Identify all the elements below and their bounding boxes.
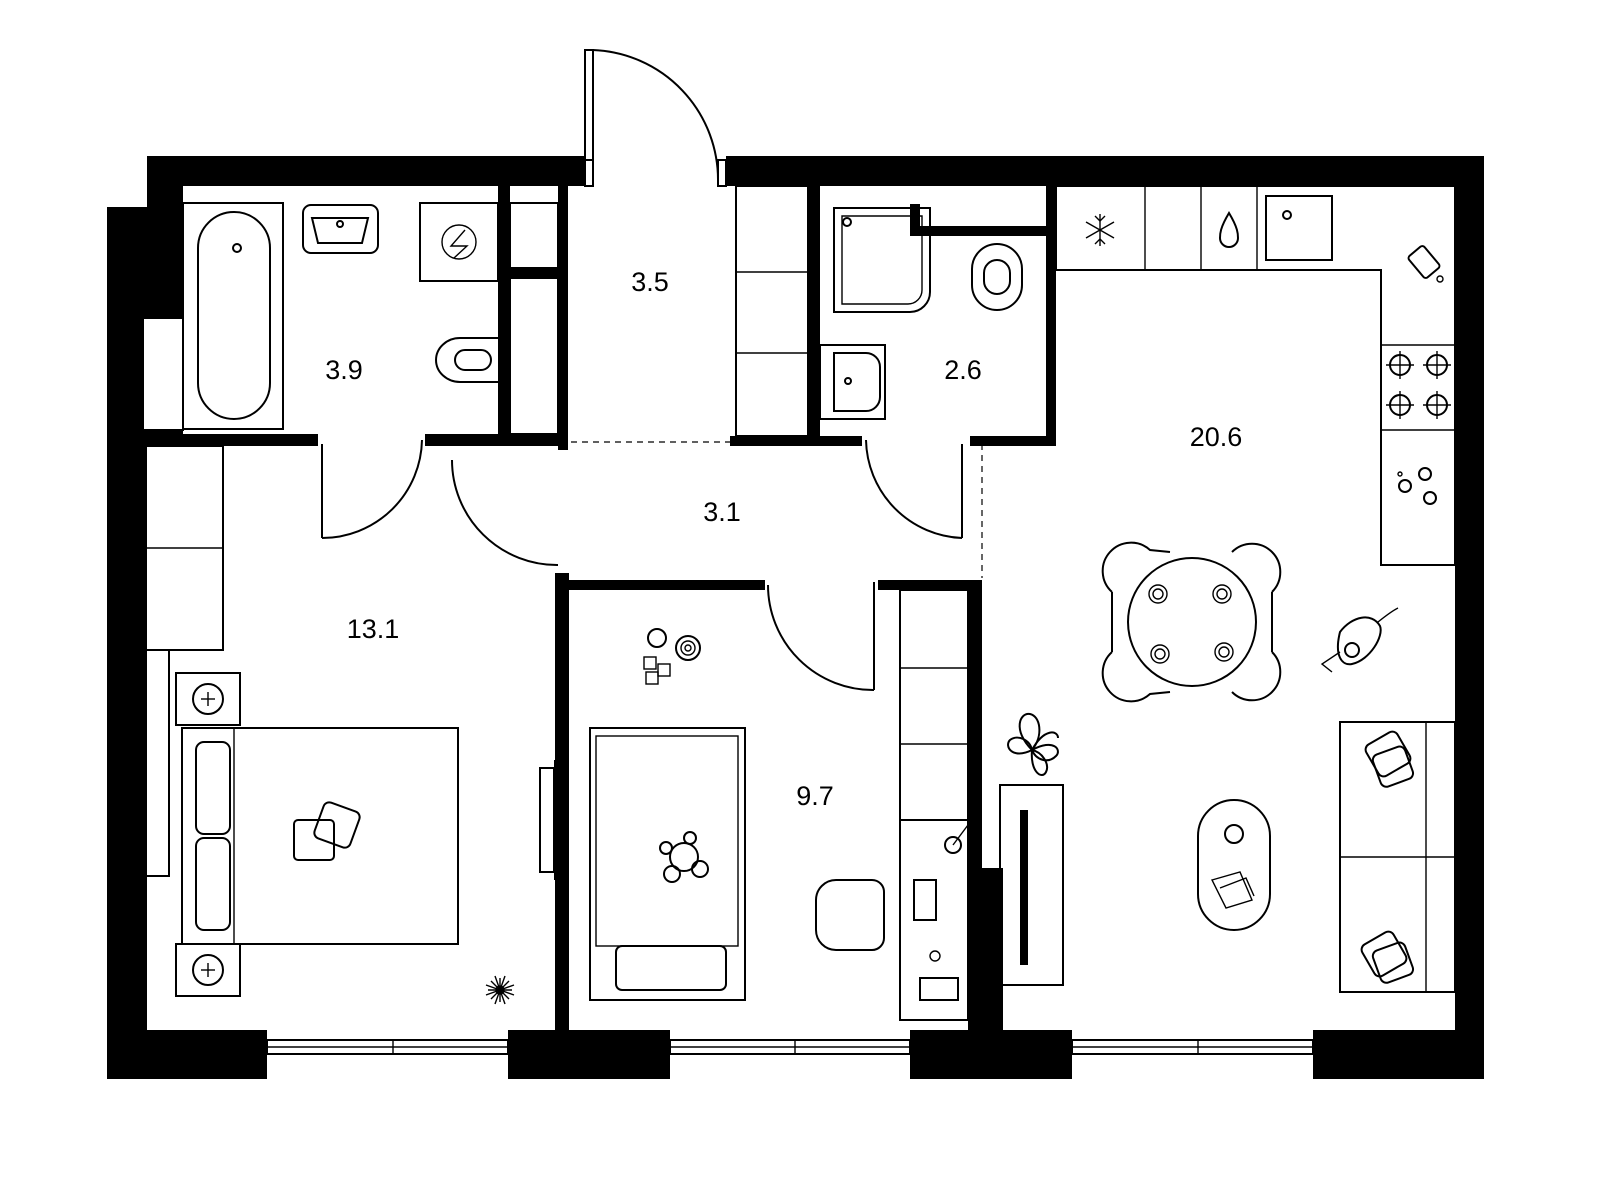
bed [181,727,459,945]
sofa [1339,721,1456,993]
windows [142,317,1314,1055]
cutting-board-icon [1407,245,1444,283]
snowflake-icon [1085,214,1115,246]
toilet-fixtures [819,207,1023,420]
tv-stand [999,784,1064,986]
coffee-table [1197,799,1271,931]
dining-table [1101,541,1282,703]
room-area-bedroom: 13.1 [347,614,400,644]
room-area-entrance: 3.5 [631,267,669,297]
room-area-bathroom: 3.9 [325,355,363,385]
exterior-walls [107,156,1484,1079]
room-area-kitchen-living: 20.6 [1190,422,1243,452]
room-labels: 3.9 3.5 2.6 3.1 13.1 9.7 20.6 [325,267,1242,811]
nightstand-top [175,672,241,726]
kids-bed [589,727,746,1001]
stove-icon [1386,351,1451,419]
room-area-kids-room: 9.7 [796,781,834,811]
nightstand-bottom [175,943,241,997]
water-drop-icon [1218,211,1240,248]
bathroom-fixtures [182,202,559,435]
washing-machine-icon [441,224,477,260]
toys-icon [643,628,701,685]
tv [1020,810,1028,965]
interior-walls [183,186,1056,1039]
dog-icon [1320,607,1399,673]
flower-icon [485,975,515,1005]
doors [321,49,983,692]
room-area-toilet: 2.6 [944,355,982,385]
room-area-hallway: 3.1 [703,497,741,527]
spice-icon [1397,467,1437,505]
bedroom-wardrobe [142,445,224,877]
desk [815,589,969,1021]
mirror [539,767,555,873]
teddy-icon [659,831,709,883]
plant-icon [1007,712,1059,776]
hall-wardrobe [735,185,809,437]
kitchen-counter [1055,185,1456,566]
